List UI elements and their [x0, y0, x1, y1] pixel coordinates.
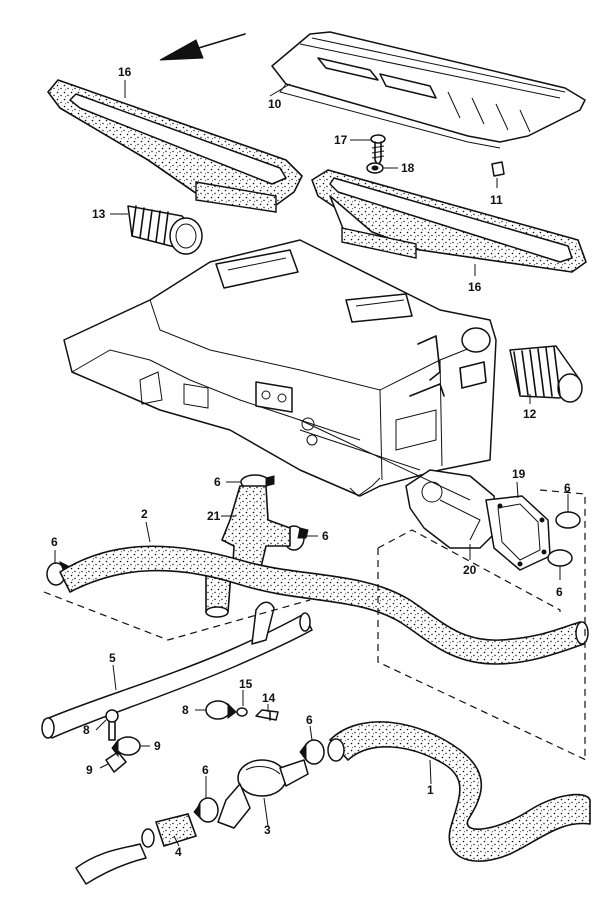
part-label-11: 15 — [239, 677, 253, 691]
hose-clamp — [299, 739, 325, 765]
part-label-9: 9 — [86, 763, 93, 777]
part-label-10: 14 — [262, 691, 276, 705]
hose-clamp — [555, 511, 581, 529]
part-label-19: 19 — [512, 467, 526, 481]
part-label-6: 6 — [51, 535, 58, 549]
pipe-clamp — [111, 736, 141, 758]
short-hose — [141, 813, 198, 848]
pipe-clamp — [205, 700, 237, 720]
assembly-guide-lines — [43, 489, 587, 761]
heater-box — [63, 239, 497, 497]
part-label-3: 3 — [264, 823, 271, 837]
screw — [370, 134, 386, 167]
hose-clamp — [547, 549, 573, 567]
part-label-7: 8 — [182, 703, 189, 717]
part-label-6: 6 — [202, 763, 209, 777]
part-label-21: 21 — [207, 509, 221, 523]
part-label-6: 6 — [556, 585, 563, 599]
hose-clamp — [193, 797, 219, 823]
washer — [236, 707, 248, 717]
tee-connector — [205, 485, 291, 618]
bolt — [105, 709, 119, 741]
cowl-panel — [271, 31, 586, 149]
part-label-1: 1 — [427, 783, 434, 797]
flange-gasket — [485, 495, 551, 571]
part-label-12: 10 — [268, 97, 282, 111]
part-label-17: 17 — [334, 133, 348, 147]
defroster-duct-right — [311, 169, 587, 273]
lower-pipe — [75, 843, 147, 885]
part-label-6: 6 — [306, 713, 313, 727]
heater-hose-2 — [59, 545, 589, 665]
air-hose-long — [509, 345, 583, 403]
control-valve — [217, 759, 309, 829]
pipe-clip — [105, 751, 127, 773]
part-label-18: 18 — [401, 161, 415, 175]
heater-hose-1 — [327, 721, 591, 862]
direction-arrow-icon — [159, 33, 246, 61]
part-label-6: 6 — [214, 475, 221, 489]
part-label-6: 6 — [322, 529, 329, 543]
part-label-2: 2 — [141, 507, 148, 521]
part-label-4: 4 — [175, 845, 182, 859]
part-labels: 16 10 17 18 11 13 16 12 19 20 6 6 6 21 6… — [51, 65, 571, 859]
part-label-16: 16 — [468, 280, 482, 294]
part-label-6: 6 — [564, 481, 571, 495]
bolt — [255, 709, 279, 721]
air-hose-short — [127, 205, 203, 255]
part-label-8: 8 — [83, 723, 90, 737]
retaining-clip — [491, 161, 505, 177]
connection-lines — [299, 419, 471, 501]
leader-lines — [54, 80, 569, 847]
part-label-5: 5 — [109, 651, 116, 665]
defroster-duct-left — [47, 79, 303, 213]
part-label-16: 16 — [118, 65, 132, 79]
part-label-15: 13 — [92, 207, 106, 221]
part-label-20: 20 — [463, 563, 477, 577]
part-label-7: 9 — [154, 739, 161, 753]
heater-pipe — [41, 601, 313, 739]
heater-valve-assembly — [405, 469, 499, 549]
part-label-14: 12 — [523, 407, 537, 421]
part-label-13: 11 — [490, 193, 503, 207]
clip-nut — [366, 162, 384, 174]
